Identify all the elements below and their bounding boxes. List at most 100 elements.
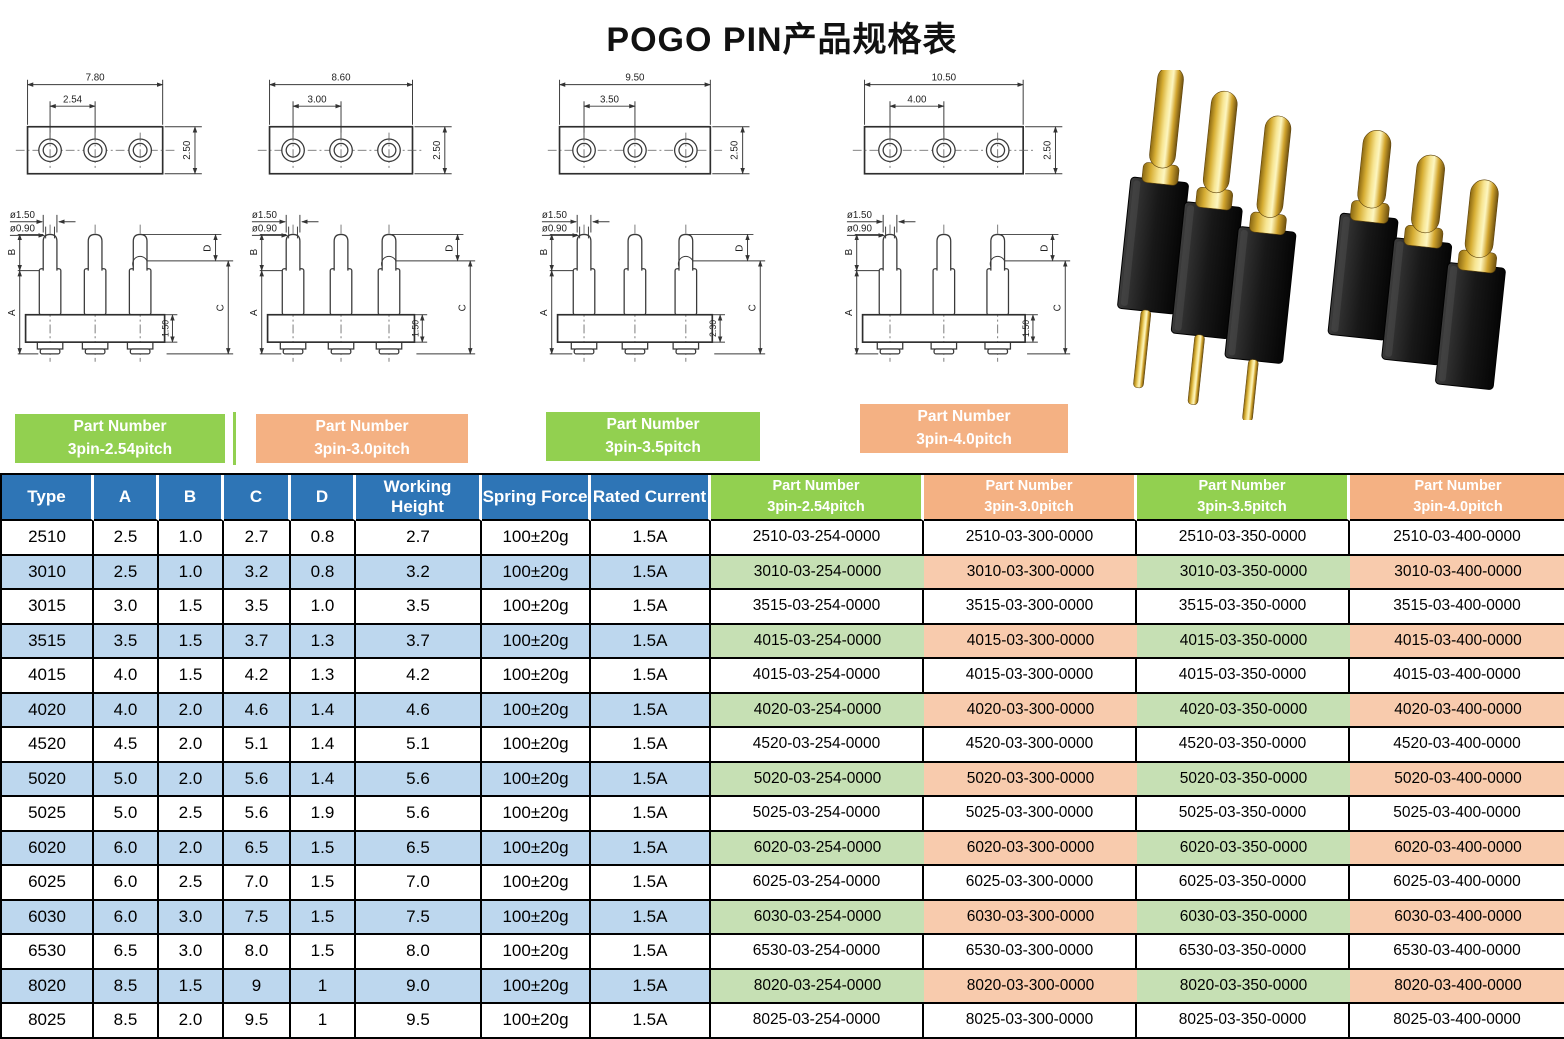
svg-text:1.50: 1.50 bbox=[1021, 320, 1031, 337]
part-number-cell: 8020-03-254-0000 bbox=[711, 969, 924, 1004]
spec-cell: 7.5 bbox=[224, 900, 291, 935]
spec-cell: 1.5A bbox=[591, 728, 711, 763]
spec-cell: 1.5A bbox=[591, 659, 711, 694]
header-spring-force: Spring Force bbox=[482, 475, 591, 521]
svg-text:ø1.50: ø1.50 bbox=[10, 210, 36, 221]
header-line: Part Number bbox=[772, 477, 860, 494]
svg-text:C: C bbox=[747, 304, 758, 311]
header-b: B bbox=[159, 475, 224, 521]
spec-cell: 5.6 bbox=[356, 797, 482, 832]
part-number-cell: 5020-03-300-0000 bbox=[924, 762, 1137, 797]
header-d: D bbox=[291, 475, 356, 521]
header-line: 3pin-3.0pitch bbox=[984, 499, 1074, 515]
part-number-cell: 6025-03-350-0000 bbox=[1137, 866, 1350, 901]
svg-text:B: B bbox=[7, 248, 18, 255]
spec-cell: 5.1 bbox=[224, 728, 291, 763]
spec-cell: 3.7 bbox=[356, 624, 482, 659]
spec-cell: 1.5A bbox=[591, 900, 711, 935]
svg-text:7.80: 7.80 bbox=[86, 73, 106, 84]
part-number-cell: 6020-03-254-0000 bbox=[711, 831, 924, 866]
header-a: A bbox=[94, 475, 159, 521]
part-number-cell: 3010-03-400-0000 bbox=[1350, 555, 1564, 590]
label-line: 3pin-4.0pitch bbox=[916, 430, 1012, 448]
spec-cell: 0.8 bbox=[291, 521, 356, 556]
header-line: 3pin-2.54pitch bbox=[767, 499, 865, 515]
part-number-cell: 6030-03-300-0000 bbox=[924, 900, 1137, 935]
type-cell: 2510 bbox=[2, 521, 94, 556]
svg-text:8.60: 8.60 bbox=[331, 73, 351, 84]
spec-cell: 2.0 bbox=[159, 728, 224, 763]
header-part-number-4.0: Part Number 3pin-4.0pitch bbox=[1350, 475, 1564, 521]
spec-cell: 3.0 bbox=[94, 590, 159, 625]
spec-cell: 7.0 bbox=[356, 866, 482, 901]
spec-cell: 1.9 bbox=[291, 797, 356, 832]
part-number-cell: 4020-03-350-0000 bbox=[1137, 693, 1350, 728]
svg-text:2.30: 2.30 bbox=[708, 320, 718, 337]
part-number-cell: 4015-03-254-0000 bbox=[711, 624, 924, 659]
part-number-cell: 8025-03-254-0000 bbox=[711, 1004, 924, 1039]
svg-text:C: C bbox=[457, 304, 468, 311]
spec-cell: 2.0 bbox=[159, 1004, 224, 1039]
spec-cell: 5.0 bbox=[94, 797, 159, 832]
part-number-cell: 8025-03-300-0000 bbox=[924, 1004, 1137, 1039]
type-cell: 8020 bbox=[2, 969, 94, 1004]
header-line: Part Number bbox=[1414, 477, 1502, 494]
svg-text:2.54: 2.54 bbox=[63, 94, 83, 105]
svg-text:4.00: 4.00 bbox=[907, 94, 927, 105]
spec-cell: 100±20g bbox=[482, 831, 591, 866]
part-number-cell: 3515-03-300-0000 bbox=[924, 590, 1137, 625]
table-header-row: Type A B C D Working Height Spring Force… bbox=[2, 475, 1564, 521]
part-number-cell: 4520-03-254-0000 bbox=[711, 728, 924, 763]
spec-cell: 1.5 bbox=[291, 866, 356, 901]
spec-cell: 4.2 bbox=[224, 659, 291, 694]
part-number-cell: 6025-03-254-0000 bbox=[711, 866, 924, 901]
spec-cell: 4.5 bbox=[94, 728, 159, 763]
spec-cell: 1.4 bbox=[291, 762, 356, 797]
type-cell: 4520 bbox=[2, 728, 94, 763]
spec-cell: 3.5 bbox=[356, 590, 482, 625]
part-number-cell: 4520-03-400-0000 bbox=[1350, 728, 1564, 763]
spec-cell: 1.4 bbox=[291, 728, 356, 763]
spec-cell: 9 bbox=[224, 969, 291, 1004]
spec-cell: 0.8 bbox=[291, 555, 356, 590]
part-number-cell: 8020-03-400-0000 bbox=[1350, 969, 1564, 1004]
spec-cell: 1.5A bbox=[591, 555, 711, 590]
spec-cell: 1 bbox=[291, 1004, 356, 1039]
label-line: 3pin-2.54pitch bbox=[67, 440, 173, 458]
part-number-cell: 4020-03-400-0000 bbox=[1350, 693, 1564, 728]
type-cell: 3010 bbox=[2, 555, 94, 590]
part-number-cell: 5020-03-400-0000 bbox=[1350, 762, 1564, 797]
part-number-cell: 4020-03-254-0000 bbox=[711, 693, 924, 728]
spec-cell: 6.5 bbox=[356, 831, 482, 866]
part-number-cell: 2510-03-400-0000 bbox=[1350, 521, 1564, 556]
part-number-cell: 6025-03-300-0000 bbox=[924, 866, 1137, 901]
spec-cell: 4.0 bbox=[94, 659, 159, 694]
label-line: Part Number bbox=[606, 416, 700, 434]
spec-cell: 1.5 bbox=[291, 935, 356, 970]
spec-cell: 100±20g bbox=[482, 1004, 591, 1039]
header-rated-current: Rated Current bbox=[591, 475, 711, 521]
header-part-number-2.54: Part Number 3pin-2.54pitch bbox=[711, 475, 924, 521]
spec-cell: 9.5 bbox=[224, 1004, 291, 1039]
spec-cell: 1.5A bbox=[591, 797, 711, 832]
part-number-cell: 3515-03-400-0000 bbox=[1350, 590, 1564, 625]
spec-cell: 2.5 bbox=[94, 521, 159, 556]
spec-cell: 4.6 bbox=[356, 693, 482, 728]
spec-cell: 4.6 bbox=[224, 693, 291, 728]
type-cell: 6025 bbox=[2, 866, 94, 901]
spec-cell: 2.0 bbox=[159, 693, 224, 728]
spec-cell: 1.5A bbox=[591, 831, 711, 866]
part-number-cell: 3515-03-350-0000 bbox=[1137, 590, 1350, 625]
spec-cell: 4.0 bbox=[94, 693, 159, 728]
part-number-cell: 5020-03-254-0000 bbox=[711, 762, 924, 797]
label-line: 3pin-3.0pitch bbox=[314, 440, 410, 458]
part-number-cell: 8020-03-300-0000 bbox=[924, 969, 1137, 1004]
